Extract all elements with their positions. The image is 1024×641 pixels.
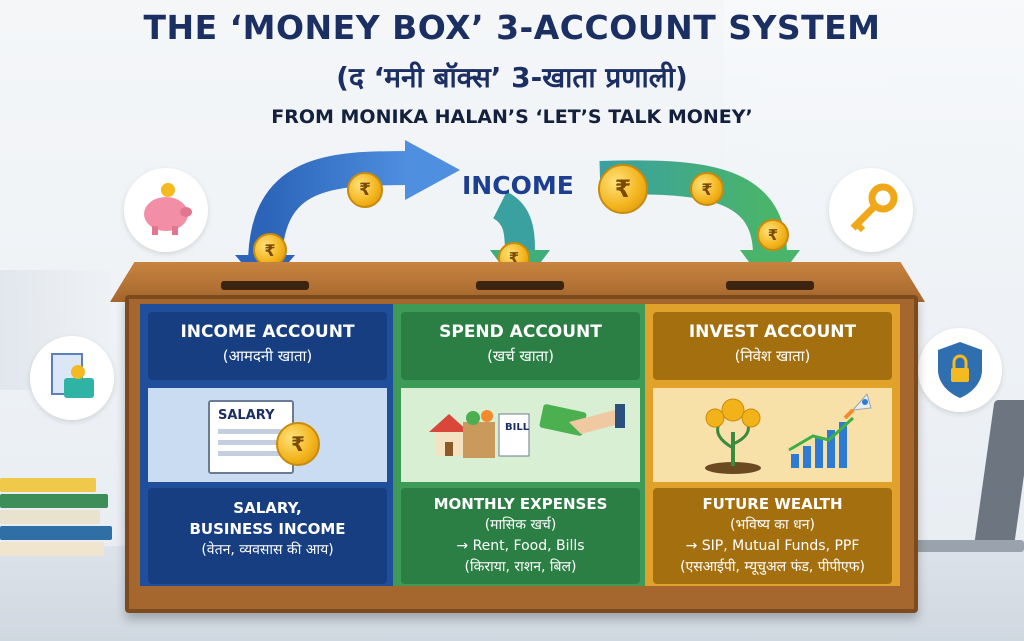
key-icon bbox=[829, 168, 913, 252]
bar-chart-icon bbox=[788, 416, 855, 468]
grocery-bag-icon bbox=[463, 410, 495, 458]
invest-account-title: INVEST ACCOUNT bbox=[688, 322, 857, 342]
invest-account-description: FUTURE WEALTH (भविष्य का धन) → SIP, Mutu… bbox=[653, 488, 892, 584]
spend-account-title: SPEND ACCOUNT bbox=[439, 322, 602, 342]
subtitle: FROM MONIKA HALAN’S ‘LET’S TALK MONEY’ bbox=[271, 106, 753, 128]
spend-illustration: BILL bbox=[401, 388, 640, 482]
income-account-description: SALARY, BUSINESS INCOME (वेतन, व्यवसास क… bbox=[148, 488, 387, 584]
income-desc-line: SALARY, bbox=[233, 499, 302, 517]
document-card-icon bbox=[30, 336, 114, 420]
invest-account-header: INVEST ACCOUNT (निवेश खाता) bbox=[653, 312, 892, 380]
income-slot bbox=[221, 281, 309, 290]
spend-slot bbox=[476, 281, 564, 290]
income-account-title: INCOME ACCOUNT bbox=[180, 322, 355, 342]
rupee-coin-icon: ₹ bbox=[347, 172, 383, 208]
income-account-panel: INCOME ACCOUNT (आमदनी खाता) SALARY ₹ SAL… bbox=[140, 304, 395, 586]
rupee-coin-icon: ₹ bbox=[253, 233, 287, 267]
invest-account-panel: INVEST ACCOUNT (निवेश खाता) bbox=[645, 304, 900, 586]
rocket-icon bbox=[843, 392, 872, 420]
invest-desc-line: → SIP, Mutual Funds, PPF bbox=[685, 538, 860, 554]
rupee-coin-icon: ₹ bbox=[598, 164, 648, 214]
spend-account-panel: SPEND ACCOUNT (खर्च खाता) BILL MONTHLY E… bbox=[393, 304, 648, 586]
spend-desc-line: (मासिक खर्च) bbox=[484, 517, 557, 533]
salary-slip-label: SALARY bbox=[218, 408, 275, 423]
hand-cash-icon bbox=[539, 404, 625, 436]
piggy-bank-icon bbox=[124, 168, 208, 252]
spend-account-description: MONTHLY EXPENSES (मासिक खर्च) → Rent, Fo… bbox=[401, 488, 640, 584]
income-account-header: INCOME ACCOUNT (आमदनी खाता) bbox=[148, 312, 387, 380]
books-stack-icon bbox=[0, 478, 120, 558]
flow-income-label: INCOME bbox=[462, 171, 574, 200]
invest-desc-line: (भविष्य का धन) bbox=[730, 517, 815, 533]
hindi-title: (द ‘मनी बॉक्स’ 3-खाता प्रणाली) bbox=[336, 61, 688, 94]
invest-account-title-hindi: (निवेश खाता) bbox=[734, 347, 811, 365]
shield-lock-icon bbox=[918, 328, 1002, 412]
bill-icon: BILL bbox=[498, 413, 530, 457]
spend-desc-line: MONTHLY EXPENSES bbox=[433, 495, 608, 513]
money-tree-icon bbox=[705, 398, 761, 474]
invest-illustration bbox=[653, 388, 892, 482]
laptop-icon bbox=[915, 400, 1024, 560]
main-title: THE ‘MONEY BOX’ 3-ACCOUNT SYSTEM bbox=[143, 8, 881, 47]
income-desc-line: (वेतन, व्यवसास की आय) bbox=[201, 542, 334, 558]
rupee-coin-icon: ₹ bbox=[757, 219, 789, 251]
spend-desc-line: (किराया, राशन, बिल) bbox=[464, 559, 577, 575]
spend-account-header: SPEND ACCOUNT (खर्च खाता) bbox=[401, 312, 640, 380]
spend-desc-line: → Rent, Food, Bills bbox=[456, 538, 585, 554]
invest-desc-line: (एसआईपी, म्यूचुअल फंड, पीपीएफ) bbox=[680, 559, 865, 575]
arrowhead-right bbox=[405, 140, 460, 200]
rupee-coin-icon: ₹ bbox=[690, 172, 724, 206]
spend-account-title-hindi: (खर्च खाता) bbox=[487, 347, 554, 365]
rupee-coin-icon: ₹ bbox=[276, 422, 320, 466]
invest-slot bbox=[726, 281, 814, 290]
invest-desc-line: FUTURE WEALTH bbox=[702, 495, 843, 513]
bill-label: BILL bbox=[505, 422, 530, 433]
house-icon bbox=[429, 414, 469, 456]
income-illustration: SALARY ₹ bbox=[148, 388, 387, 482]
income-desc-line: BUSINESS INCOME bbox=[189, 520, 346, 538]
income-account-title-hindi: (आमदनी खाता) bbox=[222, 347, 313, 365]
